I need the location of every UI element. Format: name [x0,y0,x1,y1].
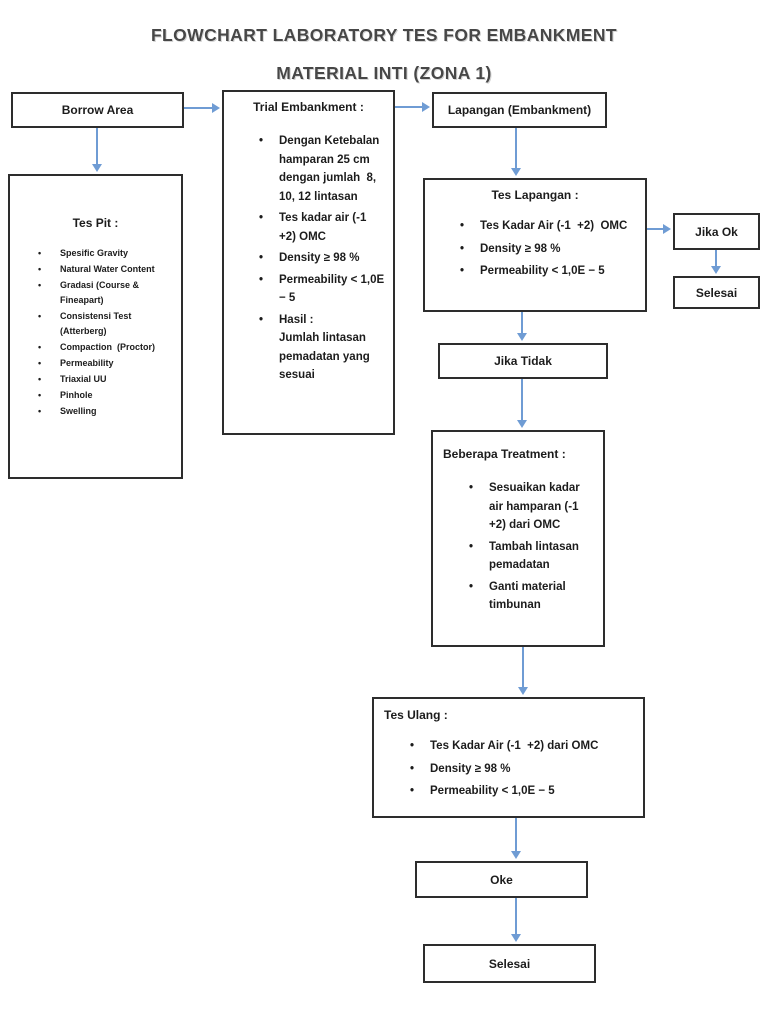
arrow-jika-tidak-to-treatment [517,379,527,428]
node-borrow-area-label: Borrow Area [61,103,134,117]
arrow-oke-to-selesai [511,898,521,942]
node-jika-tidak: Jika Tidak [438,343,608,379]
bullet-item: Ganti material timbunan [469,578,597,615]
node-selesai-right-label: Selesai [695,285,738,300]
bullet-item: Permeability [38,356,175,371]
arrow-jika-ok-to-selesai [711,250,721,274]
bullet-item: Pinhole [38,388,175,403]
arrow-trial-to-lapangan [395,102,430,112]
arrow-tes-lapangan-to-jika-tidak [517,312,527,341]
arrow-borrow-to-tes-pit [92,128,102,172]
bullet-item: Density ≥ 98 % [410,760,639,779]
node-jika-ok-label: Jika Ok [695,224,738,239]
node-lapangan-embankment: Lapangan (Embankment) [432,92,607,128]
bullet-item: Density ≥ 98 % [460,240,641,259]
node-tes-lapangan-title: Tes Lapangan : [491,188,579,202]
page-title: FLOWCHART LABORATORY TES FOR EMBANKMENT … [0,16,768,92]
page-title-line-1: FLOWCHART LABORATORY TES FOR EMBANKMENT [150,25,618,45]
node-trial-embankment: Trial Embankment : Dengan Ketebalan hamp… [222,90,395,435]
node-selesai-bottom-label: Selesai [488,956,531,971]
bullet-item: Gradasi (Course & Fineapart) [38,278,175,308]
node-oke-label: Oke [490,872,513,887]
bullet-item: Dengan Ketebalan hamparan 25 cm dengan j… [259,132,385,206]
bullet-item: Tes kadar air (-1 +2) OMC [259,209,385,246]
bullet-item: Consistensi Test (Atterberg) [38,309,175,339]
bullet-item: Spesific Gravity [38,246,175,261]
node-borrow-area: Borrow Area [11,92,184,128]
node-selesai-right: Selesai [673,276,760,309]
bullet-item: Swelling [38,404,175,419]
node-selesai-bottom: Selesai [423,944,596,983]
node-jika-ok: Jika Ok [673,213,760,250]
node-tes-lapangan: Tes Lapangan : Tes Kadar Air (-1 +2) OMC… [423,178,647,312]
page-title-line-2: MATERIAL INTI (ZONA 1) [276,63,492,83]
node-beberapa-treatment: Beberapa Treatment : Sesuaikan kadar air… [431,430,605,647]
node-tes-pit: Tes Pit : Spesific GravityNatural Water … [8,174,183,479]
arrow-treatment-to-tes-ulang [518,647,528,695]
node-tes-pit-title: Tes Pit : [72,216,119,230]
beberapa-treatment-bullet-list: Sesuaikan kadar air hamparan (-1 +2) dar… [433,479,603,615]
node-oke: Oke [415,861,588,898]
arrow-tes-lapangan-to-jika-ok [647,224,671,234]
bullet-item: Tambah lintasan pemadatan [469,538,597,575]
arrow-lapangan-to-tes-lapangan [511,128,521,176]
bullet-item: Permeability < 1,0E − 5 [410,782,639,801]
node-beberapa-treatment-title: Beberapa Treatment : [443,447,566,461]
tes-ulang-bullet-list: Tes Kadar Air (-1 +2) dari OMC Density ≥ … [374,737,643,801]
arrow-borrow-to-trial [184,103,220,113]
tes-lapangan-bullet-list: Tes Kadar Air (-1 +2) OMC Density ≥ 98 % P… [425,217,645,281]
bullet-item: Permeability < 1,0E − 5 [259,271,385,308]
node-lapangan-label: Lapangan (Embankment) [447,103,592,117]
trial-embankment-bullet-list: Dengan Ketebalan hamparan 25 cm dengan j… [224,132,393,385]
bullet-item: Tes Kadar Air (-1 +2) dari OMC [410,737,639,756]
node-trial-embankment-title: Trial Embankment : [253,100,364,114]
bullet-item: Natural Water Content [38,262,175,277]
bullet-item: Hasil : Jumlah lintasan pemadatan yang s… [259,311,385,385]
node-tes-ulang-title: Tes Ulang : [384,708,448,722]
bullet-item: Compaction (Proctor) [38,340,175,355]
bullet-item: Density ≥ 98 % [259,249,385,268]
bullet-item: Sesuaikan kadar air hamparan (-1 +2) dar… [469,479,597,535]
bullet-item: Permeability < 1,0E − 5 [460,262,641,281]
arrow-tes-ulang-to-oke [511,818,521,859]
tes-pit-bullet-list: Spesific GravityNatural Water ContentGra… [10,246,181,419]
node-tes-ulang: Tes Ulang : Tes Kadar Air (-1 +2) dari O… [372,697,645,818]
bullet-item: Tes Kadar Air (-1 +2) OMC [460,217,641,236]
node-jika-tidak-label: Jika Tidak [494,354,552,368]
bullet-item: Triaxial UU [38,372,175,387]
